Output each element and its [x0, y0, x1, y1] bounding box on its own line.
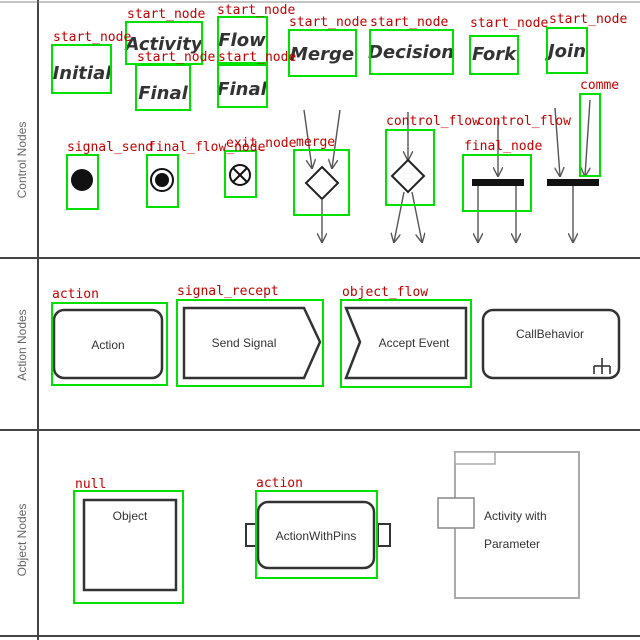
activity-label: Activity — [123, 34, 203, 55]
annotation-boxes — [51, 16, 601, 604]
ann-label-control-flow-1: control_flow — [386, 114, 480, 129]
join-node-symbol — [547, 99, 599, 242]
section-label-control: Control Nodes — [15, 122, 29, 199]
ann-label-decision-text: start_node — [370, 15, 448, 30]
bbox-merge-text — [288, 29, 357, 77]
bbox-exit-node — [224, 150, 257, 198]
object-node-shape: Object — [82, 498, 178, 592]
initial-node-symbol — [71, 169, 93, 191]
ann-label-merge: merge — [296, 135, 335, 150]
bbox-fork-text — [469, 35, 519, 75]
accept-event-node-shape: Accept Event — [344, 306, 468, 380]
final-label-2: Final — [217, 79, 267, 100]
ann-label-final-flow: final_flow_node — [148, 140, 266, 155]
activity-final-node-symbol — [150, 168, 174, 192]
bbox-comment — [579, 93, 601, 177]
send-signal-node-shape: Send Signal — [182, 306, 322, 380]
bbox-null-object — [73, 490, 184, 604]
bbox-action — [51, 302, 168, 386]
bbox-action-pins — [255, 490, 378, 579]
fork-label: Fork — [472, 44, 517, 65]
section-label-action: Action Nodes — [15, 309, 29, 380]
ann-label-join-text: start_node — [549, 12, 627, 27]
bbox-final-2 — [217, 64, 268, 108]
section-label-object: Object Nodes — [15, 504, 29, 577]
action-with-pins-label: ActionWithPins — [276, 529, 357, 543]
object-node-label: Object — [113, 509, 148, 523]
final-label-1: Final — [138, 83, 188, 104]
ann-label-signal-send: signal_send — [67, 140, 153, 155]
decision-label: Decision — [368, 42, 454, 63]
ann-label-control-flow-2: control_flow — [477, 114, 571, 129]
call-behavior-label: CallBehavior — [516, 327, 584, 341]
ann-label-final-1: start_node — [137, 50, 215, 65]
ann-label-comment: comme — [580, 78, 619, 93]
ann-label-final-2: start_node — [218, 50, 296, 65]
accept-event-label: Accept Event — [379, 336, 450, 350]
flow-final-node-symbol — [229, 164, 251, 186]
ann-label-activity: start_node — [127, 7, 205, 22]
activity-with-parameter-line1: Activity with — [484, 509, 547, 523]
ann-label-final-node: final_node — [464, 139, 542, 154]
bbox-final-flow — [146, 154, 179, 208]
call-behavior-node-shape: CallBehavior — [481, 308, 621, 380]
ann-label-object-flow: object_flow — [342, 285, 428, 300]
action-node-label: Action — [91, 338, 124, 352]
flow-label: Flow — [218, 30, 266, 51]
ann-label-merge-text: start_node — [289, 15, 367, 30]
ann-label-null-object: null — [75, 477, 106, 492]
bbox-flow — [217, 16, 268, 64]
ann-label-action: action — [52, 287, 99, 302]
activity-with-parameter-line2: Parameter — [484, 537, 540, 551]
join-label: Join — [545, 41, 586, 62]
merge-label: Merge — [290, 44, 354, 65]
action-with-pins-shape: ActionWithPins — [245, 500, 391, 570]
ann-label-action-pins: action — [256, 476, 303, 491]
send-signal-label: Send Signal — [212, 336, 277, 350]
bbox-object-flow — [340, 299, 472, 388]
bbox-join-text — [546, 27, 588, 74]
ann-label-exit-node: exit_node — [226, 136, 297, 151]
initial-label: Initial — [53, 63, 113, 84]
fork-node-symbol — [472, 120, 524, 242]
action-node-shape: Action — [52, 308, 164, 380]
bbox-signal-send — [66, 154, 99, 210]
call-behavior-rake-icon — [593, 358, 611, 374]
activity-with-parameter-shape: Activity with Parameter — [437, 451, 580, 599]
bbox-final-1 — [135, 64, 191, 111]
bbox-final-node — [462, 154, 532, 212]
bbox-control-flow-1 — [385, 129, 435, 206]
ann-label-signal-recept: signal_recept — [177, 284, 279, 299]
bbox-decision-text — [369, 29, 454, 75]
ann-label-fork-text: start_node — [470, 16, 548, 31]
bbox-initial — [51, 44, 112, 94]
decision-node-symbol — [392, 112, 424, 242]
ann-label-flow: start_node — [217, 3, 295, 18]
merge-node-symbol — [303, 109, 341, 242]
ann-label-initial: start_node — [53, 30, 131, 45]
bbox-merge — [293, 149, 350, 216]
annotation-labels: start_node start_node start_node start_n… — [52, 3, 627, 492]
bbox-signal-recept — [176, 299, 324, 387]
